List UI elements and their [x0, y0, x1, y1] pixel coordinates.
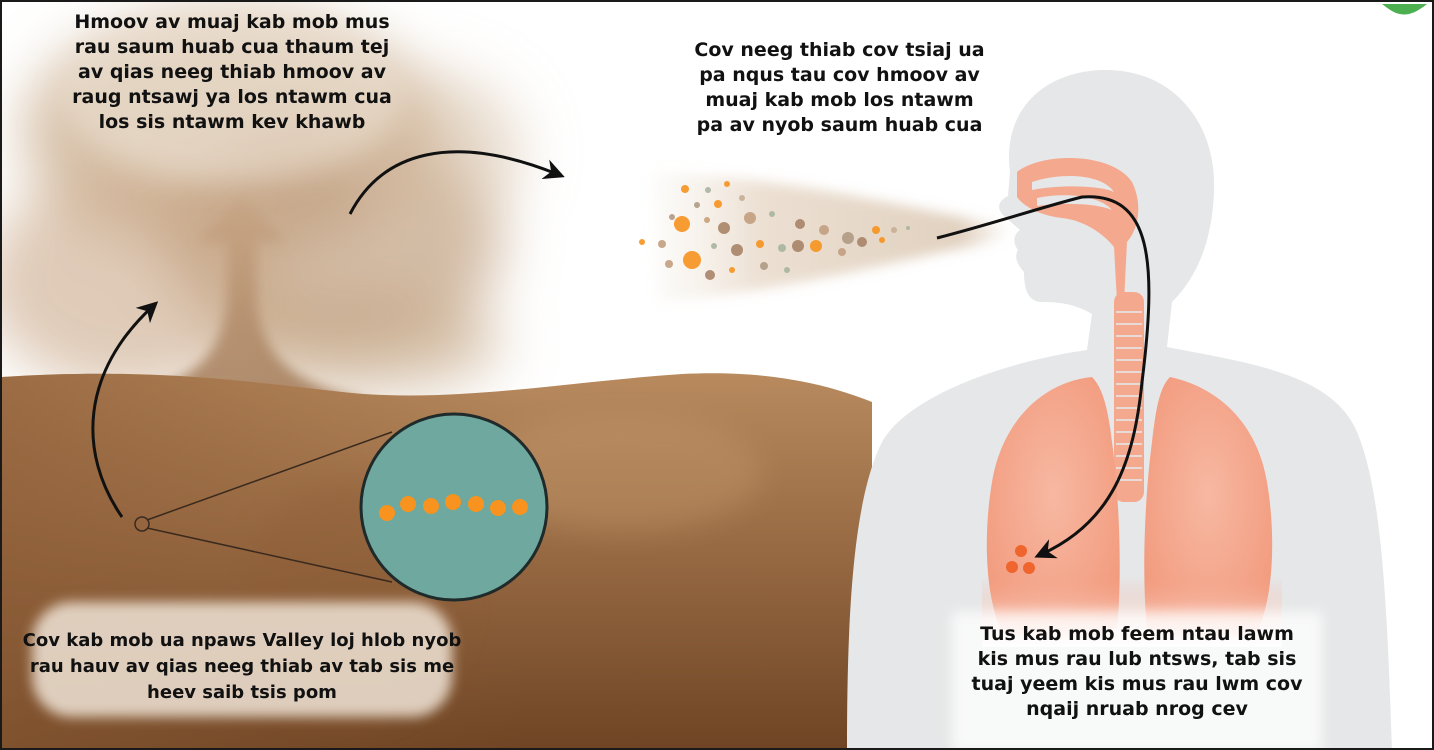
label-soil: Cov kab mob ua npaws Valley loj hlob nyo…: [22, 628, 462, 706]
leaf-icon: [1382, 4, 1427, 15]
label-dust-cloud: Hmoov av muaj kab mob mus rau saum huab …: [72, 10, 392, 135]
label-inhale: Cov neeg thiab cov tsiaj ua pa nqus tau …: [692, 38, 987, 138]
label-lungs: Tus kab mob feem ntau lawm kis mus rau l…: [962, 622, 1312, 722]
